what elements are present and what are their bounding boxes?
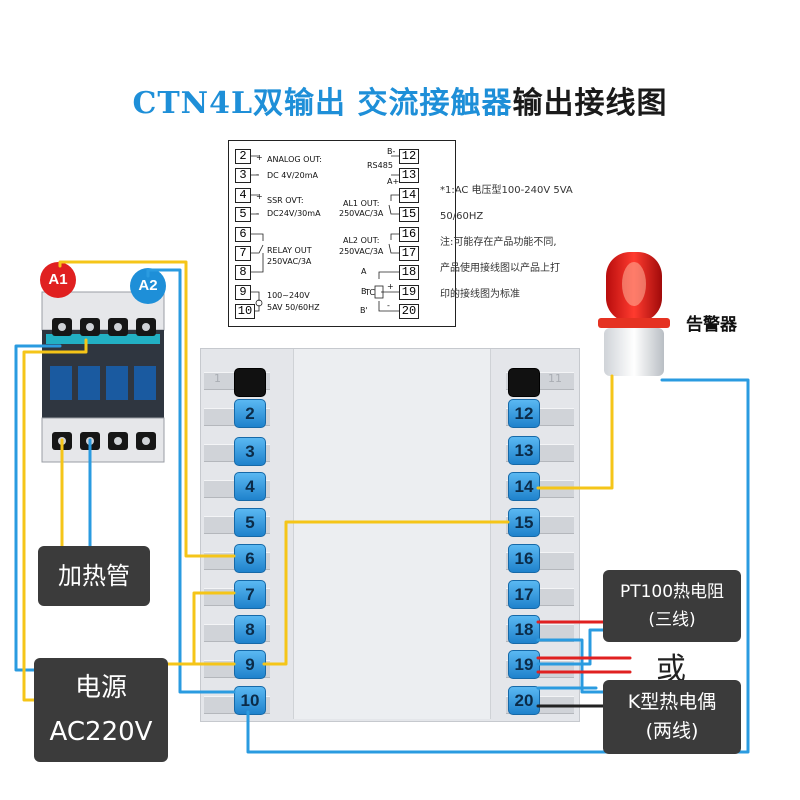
pin-19: 19 xyxy=(399,285,419,300)
note-line-3: 注:可能存在产品功能不同, xyxy=(440,237,557,248)
terminal-16[interactable]: 16 xyxy=(508,544,540,573)
alarm-light-icon xyxy=(598,252,670,376)
analog-out-label: ANALOG OUT: xyxy=(267,155,322,164)
pt100-label-line-2: (三线) xyxy=(648,610,696,630)
power-spec: 5AV 50/60HZ xyxy=(267,303,320,312)
relay-spec: 250VAC/3A xyxy=(267,257,312,266)
contactor-a1-badge: A1 xyxy=(40,262,76,298)
terminal-5[interactable]: 5 xyxy=(234,508,266,537)
terminal-12[interactable]: 12 xyxy=(508,399,540,428)
pin-12: 12 xyxy=(399,149,419,164)
terminal-1[interactable] xyxy=(234,368,266,397)
rtd-a-label: A xyxy=(361,267,367,276)
note-line-1: *1:AC 电压型100-240V 5VA xyxy=(440,185,573,196)
pin-18: 18 xyxy=(399,265,419,280)
al1-spec: 250VAC/3A xyxy=(339,209,384,218)
terminal-7[interactable]: 7 xyxy=(234,580,266,609)
note-line-2: 50/60HZ xyxy=(440,211,484,222)
terminal-3[interactable]: 3 xyxy=(234,437,266,466)
ssr-minus: - xyxy=(256,209,259,218)
pt100-label: PT100热电阻 (三线) xyxy=(603,570,741,642)
rs485-a-plus: A+ xyxy=(387,177,400,186)
pin-14: 14 xyxy=(399,188,419,203)
analog-plus: + xyxy=(256,153,263,162)
rtd-b-label: B xyxy=(361,287,367,296)
terminal-4[interactable]: 4 xyxy=(234,472,266,501)
thermocouple-label-line-2: (两线) xyxy=(645,720,699,742)
rs485-label: RS485 xyxy=(367,161,393,170)
relay-out-label: RELAY OUT xyxy=(267,246,312,255)
terminal-13[interactable]: 13 xyxy=(508,436,540,465)
pin-16: 16 xyxy=(399,227,419,242)
note-line-4: 产品使用接线图以产品上打 xyxy=(440,263,560,274)
tc-plus: + xyxy=(387,282,394,291)
pin-7: 7 xyxy=(235,246,251,261)
title-contactor: 交流接触器 xyxy=(357,86,513,121)
controller-face xyxy=(293,349,491,719)
terminal-18[interactable]: 18 xyxy=(508,615,540,644)
terminal-20[interactable]: 20 xyxy=(508,686,540,715)
terminal-8[interactable]: 8 xyxy=(234,615,266,644)
terminal-10[interactable]: 10 xyxy=(234,686,266,715)
pin-17: 17 xyxy=(399,246,419,261)
terminal-6[interactable]: 6 xyxy=(234,544,266,573)
pin-3: 3 xyxy=(235,168,251,183)
notes: *1:AC 电压型100-240V 5VA 50/60HZ 注:可能存在产品功能… xyxy=(440,178,600,308)
analog-minus: - xyxy=(256,170,259,179)
pin-4: 4 xyxy=(235,188,251,203)
pin-9: 9 xyxy=(235,285,251,300)
heater-label: 加热管 xyxy=(38,546,150,606)
title-wiring: 输出接线图 xyxy=(512,86,668,121)
power-label: 电源 AC220V xyxy=(34,658,168,762)
power-label-line-2: AC220V xyxy=(49,717,153,747)
pin-diagram-lines xyxy=(251,155,399,312)
analog-spec: DC 4V/20mA xyxy=(267,171,318,180)
rs485-b-minus: B- xyxy=(387,147,396,156)
pin-5: 5 xyxy=(235,207,251,222)
contactor-a2-badge: A2 xyxy=(130,268,166,304)
pin-13: 13 xyxy=(399,168,419,183)
power-volt: 100~240V xyxy=(267,291,310,300)
ssr-plus: + xyxy=(256,192,263,201)
alarm-label: 告警器 xyxy=(686,315,737,335)
pin-15: 15 xyxy=(399,207,419,222)
power-label-line-1: 电源 xyxy=(74,673,127,703)
title-model: CTN4L双输出 xyxy=(132,86,358,121)
ghost-number-1: 1 xyxy=(214,372,221,385)
terminal-19[interactable]: 19 xyxy=(508,650,540,679)
pin-20: 20 xyxy=(399,304,419,319)
terminal-17[interactable]: 17 xyxy=(508,580,540,609)
pin-diagram: 2 3 4 5 6 7 8 9 10 12 13 14 15 16 17 18 … xyxy=(228,140,456,327)
thermocouple-label-line-1: K型热电偶 xyxy=(627,691,717,713)
terminal-15[interactable]: 15 xyxy=(508,508,540,537)
al2-spec: 250VAC/3A xyxy=(339,247,384,256)
al2-out-label: AL2 OUT: xyxy=(343,236,380,245)
ssr-out-label: SSR OVT: xyxy=(267,196,304,205)
pin-2: 2 xyxy=(235,149,251,164)
page-title: CTN4L双输出 交流接触器输出接线图 xyxy=(0,78,800,122)
pin-6: 6 xyxy=(235,227,251,242)
rtd-b2-label: B' xyxy=(360,306,368,315)
pin-8: 8 xyxy=(235,265,251,280)
thermocouple-label: K型热电偶 (两线) xyxy=(603,680,741,754)
pin-10: 10 xyxy=(235,304,255,319)
note-line-5: 印的接线图为标准 xyxy=(440,289,520,300)
pt100-label-line-1: PT100热电阻 xyxy=(619,582,725,602)
tc-label: TC xyxy=(365,288,376,297)
al1-out-label: AL1 OUT: xyxy=(343,199,380,208)
ghost-number-11: 11 xyxy=(548,372,562,385)
tc-minus: - xyxy=(387,301,390,310)
terminal-2[interactable]: 2 xyxy=(234,399,266,428)
ssr-spec: DC24V/30mA xyxy=(267,209,321,218)
terminal-11[interactable] xyxy=(508,368,540,397)
